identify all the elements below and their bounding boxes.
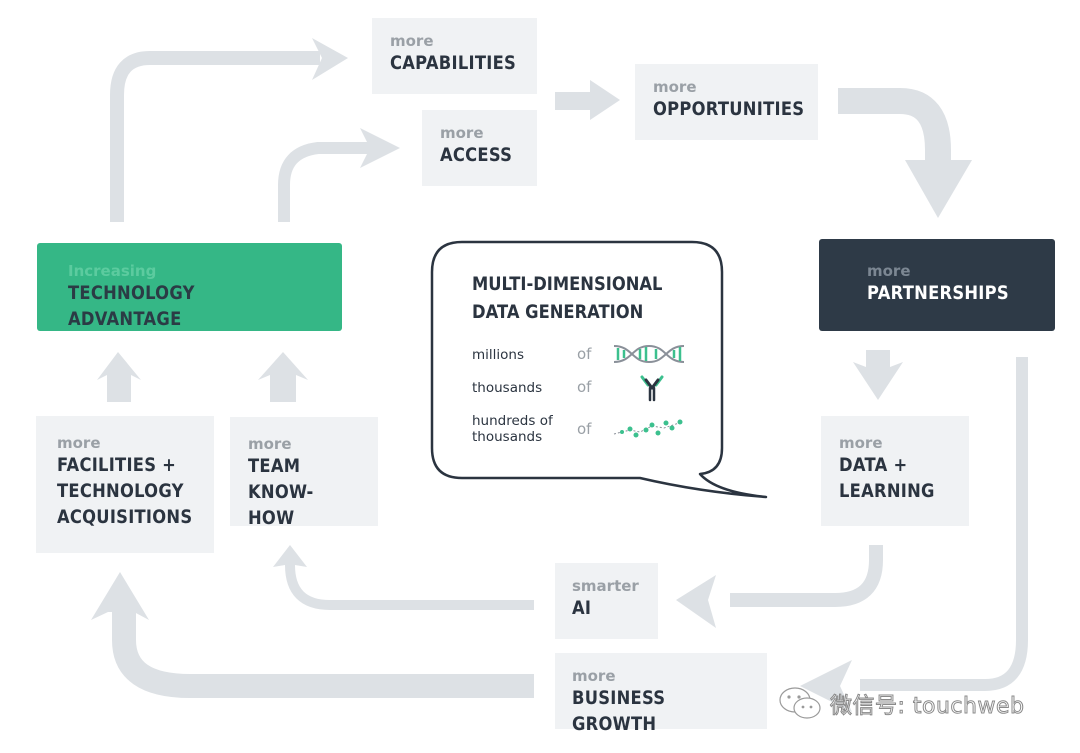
node-prefix: more: [572, 667, 616, 685]
arrow-growth-to-facilities: [112, 610, 534, 698]
node-prefix: more: [248, 435, 292, 453]
node-label: BUSINESS GROWTH: [572, 687, 666, 735]
arrow-partnerships-to-growth: [860, 357, 1028, 691]
node-prefix: more: [653, 78, 697, 96]
arrow-team-up: [258, 352, 308, 402]
callout-row-amount: millions: [472, 347, 525, 363]
node-label: AI: [572, 597, 592, 619]
node-prefix: more: [839, 434, 883, 452]
node-label: CAPABILITIES: [390, 52, 517, 74]
node-label: DATA + LEARNING: [839, 454, 935, 502]
arrowhead-growth: [800, 660, 852, 712]
arrow-partnerships-down: [853, 350, 903, 400]
node-prefix: more: [867, 262, 911, 280]
callout-row-of: of: [577, 378, 592, 396]
node-label: TEAM KNOW-HOW: [248, 455, 314, 529]
arrowhead-facilities: [91, 572, 149, 620]
node-ai: smarter AI: [555, 563, 658, 639]
arrow-ai-to-team: [285, 564, 534, 610]
node-partnerships: more PARTNERSHIPS: [819, 239, 1055, 331]
arrow-tech-to-access: [278, 142, 370, 222]
arrow-facilities-up: [97, 352, 141, 402]
wechat-icon: [779, 687, 821, 719]
arrow-tech-to-capabilities: [110, 51, 320, 222]
callout-row-amount: hundreds of thousands: [472, 413, 553, 445]
node-data-learning: more DATA + LEARNING: [821, 416, 969, 526]
node-label: OPPORTUNITIES: [653, 98, 805, 120]
node-prefix: more: [57, 434, 101, 452]
node-prefix: more: [440, 124, 484, 142]
node-label: TECHNOLOGY ADVANTAGE: [68, 282, 195, 330]
arrowhead-access: [360, 128, 400, 168]
arrow-opportunities-to-partnerships: [838, 88, 951, 170]
arrow-to-opportunities: [555, 80, 620, 120]
arrowhead-partnerships: [905, 160, 972, 218]
callout-row-amount: thousands: [472, 380, 543, 396]
arrowhead-team: [273, 545, 307, 567]
node-opportunities: more OPPORTUNITIES: [635, 64, 818, 140]
node-label: PARTNERSHIPS: [867, 282, 1009, 304]
antibody-icon: [640, 375, 664, 402]
node-prefix: more: [390, 32, 434, 50]
node-label: ACCESS: [440, 144, 513, 166]
callout-title: MULTI-DIMENSIONAL DATA GENERATION: [472, 273, 663, 323]
node-capabilities: more CAPABILITIES: [372, 18, 537, 94]
node-label: FACILITIES + TECHNOLOGY ACQUISITIONS: [57, 454, 193, 528]
node-prefix: smarter: [572, 577, 639, 595]
callout-outline: [430, 240, 768, 499]
node-prefix: increasing: [68, 262, 157, 280]
arrowhead-ai: [676, 575, 716, 628]
node-facilities: more FACILITIES + TECHNOLOGY ACQUISITION…: [36, 416, 214, 553]
arrowhead-capabilities: [312, 38, 348, 80]
node-team: more TEAM KNOW-HOW: [230, 417, 378, 529]
arrow-data-to-ai: [730, 545, 883, 607]
molecule-chain-icon: [613, 419, 683, 438]
callout-row-of: of: [577, 345, 592, 363]
node-business-growth: more BUSINESS GROWTH: [555, 653, 767, 735]
callout-row-of: of: [577, 420, 592, 438]
dna-icon: [613, 344, 685, 364]
node-access: more ACCESS: [422, 110, 537, 186]
watermark-text: 微信号: touchweb: [829, 694, 1025, 720]
watermark: 微信号: touchweb: [778, 686, 1024, 722]
node-technology-advantage: increasing TECHNOLOGY ADVANTAGE: [37, 243, 342, 331]
